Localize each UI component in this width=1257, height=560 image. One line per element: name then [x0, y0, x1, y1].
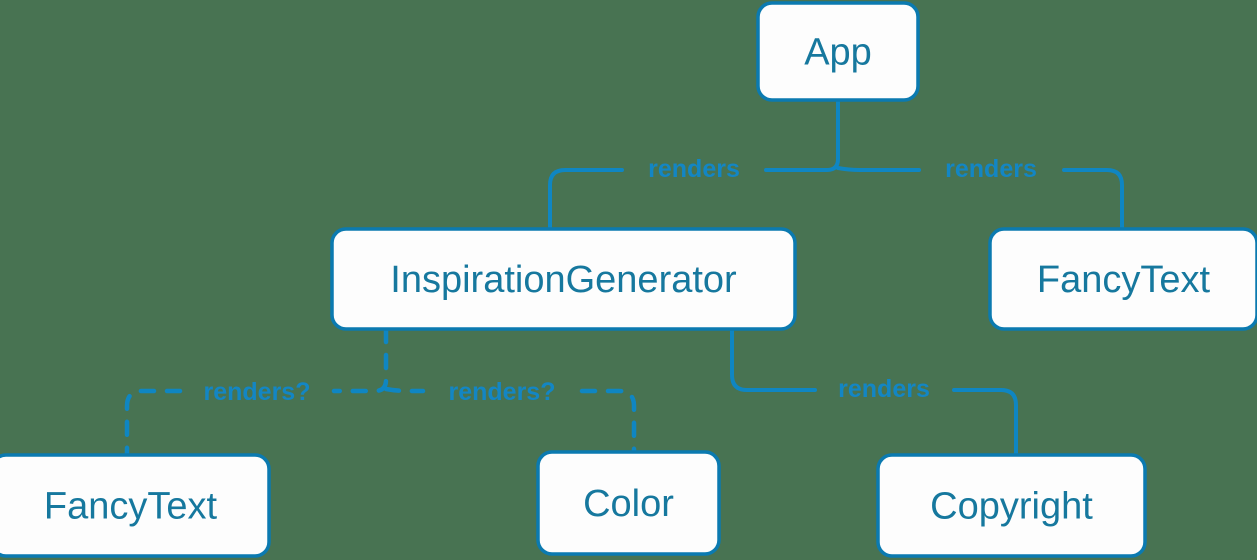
edge-label-inspgen-to-copyright: renders	[838, 375, 930, 403]
edge-inspgen-to-fancytext	[124, 326, 389, 458]
node-box-color[interactable]	[536, 450, 721, 556]
node-label-fancybot: FancyText	[44, 486, 218, 528]
node-label-inspgen: InspirationGenerator	[390, 259, 737, 301]
edge-label-app-to-inspgen: renders	[648, 155, 740, 183]
edge-label-inspgen-to-fancytext: renders?	[204, 378, 311, 406]
node-color[interactable]: Color	[536, 450, 721, 556]
node-label-fancytop: FancyText	[1037, 259, 1211, 301]
node-fancybot[interactable]: FancyText	[0, 453, 271, 558]
node-inspgen[interactable]: InspirationGenerator	[330, 227, 797, 331]
edge-app-to-inspgen	[548, 98, 840, 231]
node-copyright[interactable]: Copyright	[876, 453, 1147, 558]
edge-inspgen-to-color	[383, 386, 637, 455]
node-fancytop[interactable]: FancyText	[988, 227, 1257, 331]
edge-label-inspgen-to-color: renders?	[449, 378, 556, 406]
edges-layer	[124, 98, 1124, 458]
edge-label-app-to-fancytext: renders	[945, 155, 1037, 183]
node-box-fancybot[interactable]	[0, 453, 271, 558]
node-box-app[interactable]	[756, 1, 920, 102]
node-label-app: App	[804, 32, 872, 74]
edge-labels-layer: renders renders renders? renders? renders	[204, 155, 1037, 406]
node-app[interactable]: App	[756, 1, 920, 102]
node-box-copyright[interactable]	[876, 453, 1147, 558]
node-label-color: Color	[583, 483, 674, 525]
node-box-inspgen[interactable]	[330, 227, 797, 331]
node-box-fancytop[interactable]	[988, 227, 1257, 331]
node-label-copyright: Copyright	[930, 486, 1093, 528]
edge-inspgen-to-copyright	[730, 327, 1018, 457]
edge-app-to-fancytext	[836, 166, 1124, 231]
